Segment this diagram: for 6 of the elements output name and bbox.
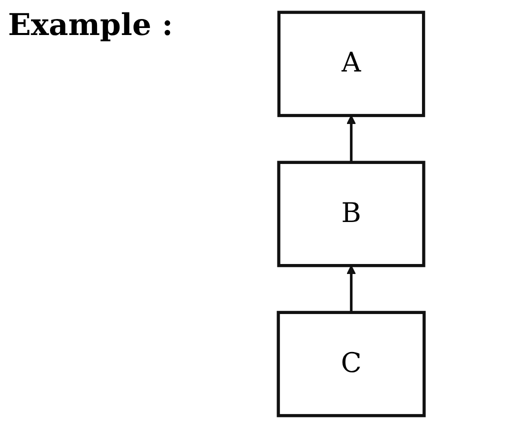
node-box: B [276,160,425,268]
arrow [346,265,356,312]
arrow [346,115,356,162]
node-box: C [276,310,426,418]
title: Example : [8,8,173,43]
node-box: A [277,10,425,118]
